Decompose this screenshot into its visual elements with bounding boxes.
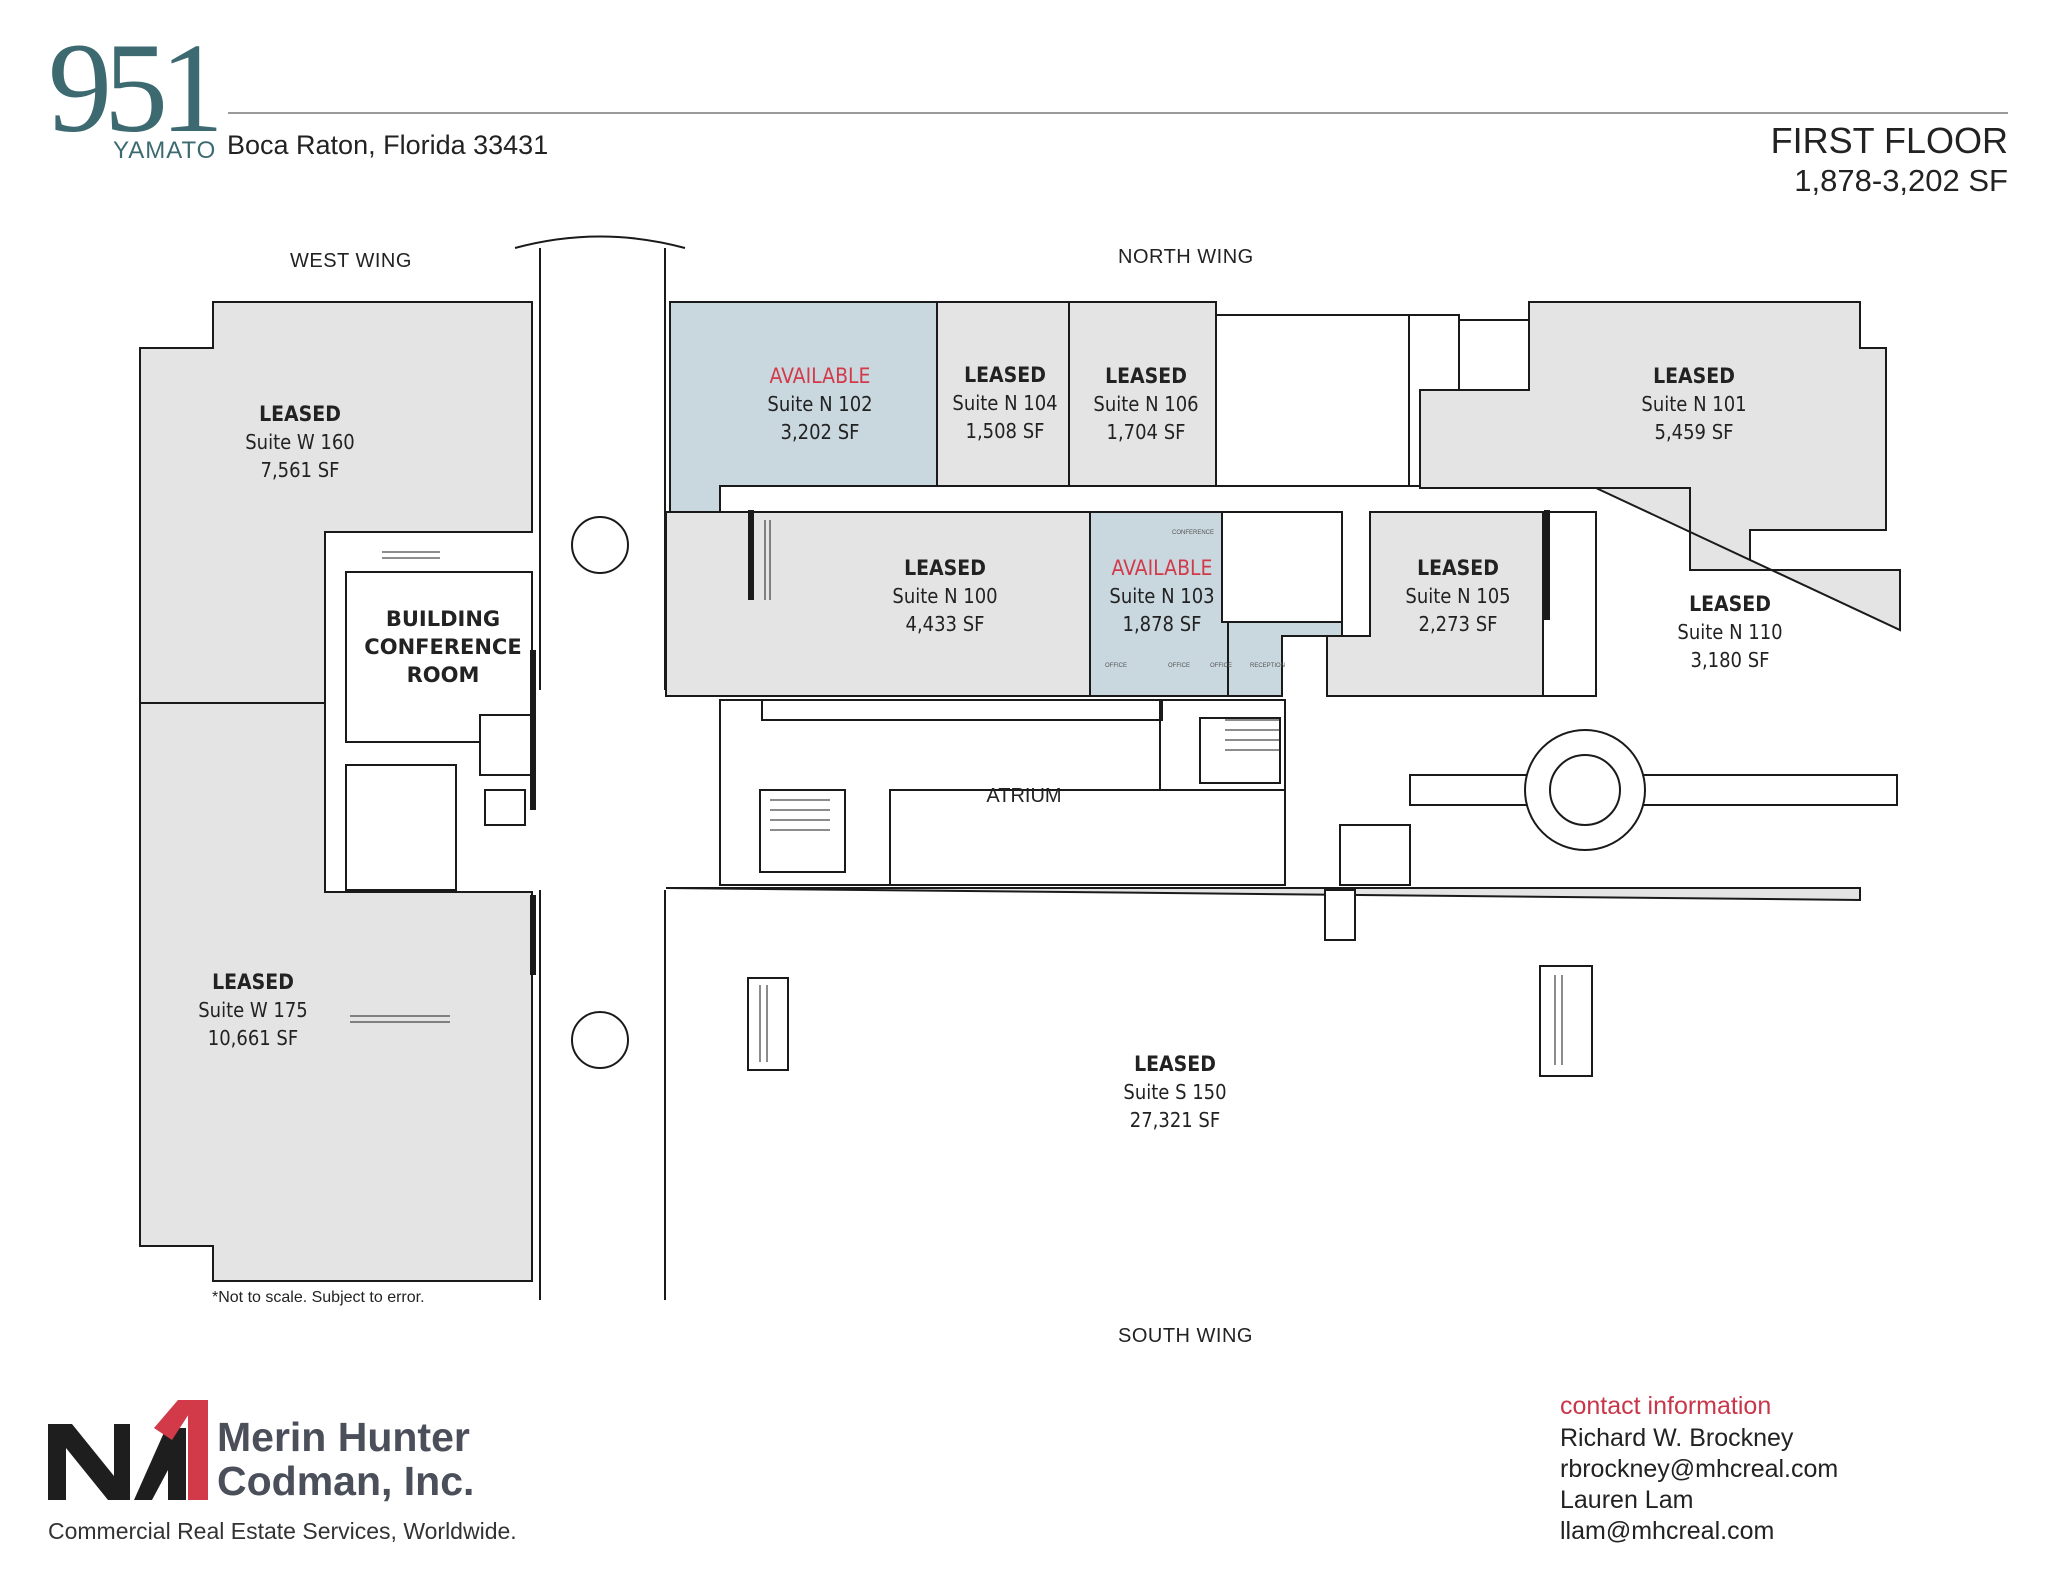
room-label-conference: CONFERENCE <box>1172 530 1215 536</box>
suite-status: LEASED <box>212 970 294 994</box>
suite-label-n104[interactable]: LEASED Suite N 104 1,508 SF <box>952 361 1057 445</box>
suite-area: 5,459 SF <box>1654 420 1734 444</box>
room-label-office: OFFICE <box>1210 663 1232 669</box>
firm-name-line1: Merin Hunter <box>217 1414 470 1460</box>
suite-name: Suite N 100 <box>892 584 998 608</box>
suite-label-n105[interactable]: LEASED Suite N 105 2,273 SF <box>1405 554 1510 638</box>
suite-area: 1,508 SF <box>965 419 1045 443</box>
suite-n100-area <box>665 511 1091 697</box>
west-wing-label: WEST WING <box>290 250 412 272</box>
north-wing-label: NORTH WING <box>1118 246 1254 268</box>
contact-name: Richard W. Brockney <box>1560 1424 1794 1452</box>
suite-name: Suite W 175 <box>198 998 308 1022</box>
suite-label-n101[interactable]: LEASED Suite N 101 5,459 SF <box>1641 362 1746 446</box>
north-core-area <box>1215 314 1410 487</box>
suite-label-n102[interactable]: AVAILABLE Suite N 102 3,202 SF <box>767 362 872 446</box>
suite-area: 7,561 SF <box>260 458 340 482</box>
conference-room-label: BUILDING CONFERENCE ROOM <box>364 605 521 689</box>
contact-name: Lauren Lam <box>1560 1486 1694 1514</box>
suite-area: 3,180 SF <box>1690 648 1770 672</box>
suite-n104-area <box>936 301 1070 487</box>
suite-name: Suite N 106 <box>1093 392 1199 416</box>
suite-status: LEASED <box>259 402 341 426</box>
north-restroom-core <box>1221 511 1343 623</box>
floor-size-range: 1,878-3,202 SF <box>1794 163 2008 198</box>
logo-wordmark: YAMATO <box>113 137 217 164</box>
suite-area: 1,704 SF <box>1106 420 1186 444</box>
room-label-office: OFFICE <box>1168 663 1190 669</box>
suite-s150-area <box>665 887 1861 902</box>
suite-n110-area <box>1595 487 1901 632</box>
suite-status: LEASED <box>1134 1052 1216 1076</box>
suite-n106-area <box>1068 301 1217 487</box>
suite-name: Suite N 104 <box>952 391 1058 415</box>
contact-email-link[interactable]: llam@mhcreal.com <box>1560 1517 1775 1545</box>
suite-status: LEASED <box>1689 592 1771 616</box>
suite-area: 2,273 SF <box>1418 612 1498 636</box>
south-wing-label: SOUTH WING <box>1118 1325 1253 1347</box>
suite-status: LEASED <box>904 556 986 580</box>
suite-w175-area <box>139 702 533 1282</box>
contact-email-link[interactable]: rbrockney@mhcreal.com <box>1560 1455 1839 1483</box>
suite-name: Suite S 150 <box>1123 1080 1227 1104</box>
suite-status: LEASED <box>964 363 1046 387</box>
suite-label-n110[interactable]: LEASED Suite N 110 3,180 SF <box>1677 590 1782 674</box>
property-address: Boca Raton, Florida 33431 <box>227 130 549 160</box>
suite-name: Suite N 105 <box>1405 584 1511 608</box>
building-conference-room <box>345 571 533 743</box>
suite-status: AVAILABLE <box>1111 556 1213 580</box>
room-label-office: OFFICE <box>1105 663 1127 669</box>
suite-label-n103[interactable]: AVAILABLE Suite N 103 1,878 SF <box>1109 554 1214 638</box>
suite-name: Suite N 101 <box>1641 392 1747 416</box>
suite-area: 3,202 SF <box>780 420 860 444</box>
suite-name: Suite W 160 <box>245 430 355 454</box>
suite-status: LEASED <box>1653 364 1735 388</box>
firm-name: Merin Hunter Codman, Inc. <box>217 1415 474 1503</box>
logo-number: 951 <box>48 17 224 159</box>
suite-name: Suite N 103 <box>1109 584 1215 608</box>
suite-status: AVAILABLE <box>769 364 871 388</box>
firm-tagline: Commercial Real Estate Services, Worldwi… <box>48 1518 517 1544</box>
suite-status: LEASED <box>1417 556 1499 580</box>
atrium-area <box>719 699 1286 886</box>
suite-status: LEASED <box>1105 364 1187 388</box>
suite-label-s150[interactable]: LEASED Suite S 150 27,321 SF <box>1123 1050 1226 1134</box>
nai-logo-icon <box>48 1400 208 1500</box>
west-restroom-core <box>345 764 457 891</box>
firm-name-line2: Codman, Inc. <box>217 1458 475 1504</box>
header-divider <box>228 112 2008 114</box>
room-label-reception: RECEPTION <box>1250 663 1286 669</box>
suite-n103-area <box>1089 511 1229 697</box>
suite-area: 4,433 SF <box>905 612 985 636</box>
contact-heading: contact information <box>1560 1392 1772 1420</box>
suite-label-n100[interactable]: LEASED Suite N 100 4,433 SF <box>892 554 997 638</box>
conference-label-line: BUILDING <box>385 607 501 631</box>
conference-label-line: ROOM <box>406 663 480 687</box>
conference-label-line: CONFERENCE <box>364 635 522 659</box>
floor-title: FIRST FLOOR <box>1770 120 2008 161</box>
suite-area: 1,878 SF <box>1122 612 1202 636</box>
suite-area: 27,321 SF <box>1129 1108 1221 1132</box>
suite-label-w175[interactable]: LEASED Suite W 175 10,661 SF <box>198 968 308 1052</box>
atrium-label: ATRIUM <box>986 785 1062 807</box>
suite-label-w160[interactable]: LEASED Suite W 160 7,561 SF <box>245 400 355 484</box>
scale-disclaimer: *Not to scale. Subject to error. <box>212 1289 425 1306</box>
suite-label-n106[interactable]: LEASED Suite N 106 1,704 SF <box>1093 362 1198 446</box>
suite-name: Suite N 102 <box>767 392 873 416</box>
suite-name: Suite N 110 <box>1677 620 1783 644</box>
suite-area: 10,661 SF <box>207 1026 299 1050</box>
